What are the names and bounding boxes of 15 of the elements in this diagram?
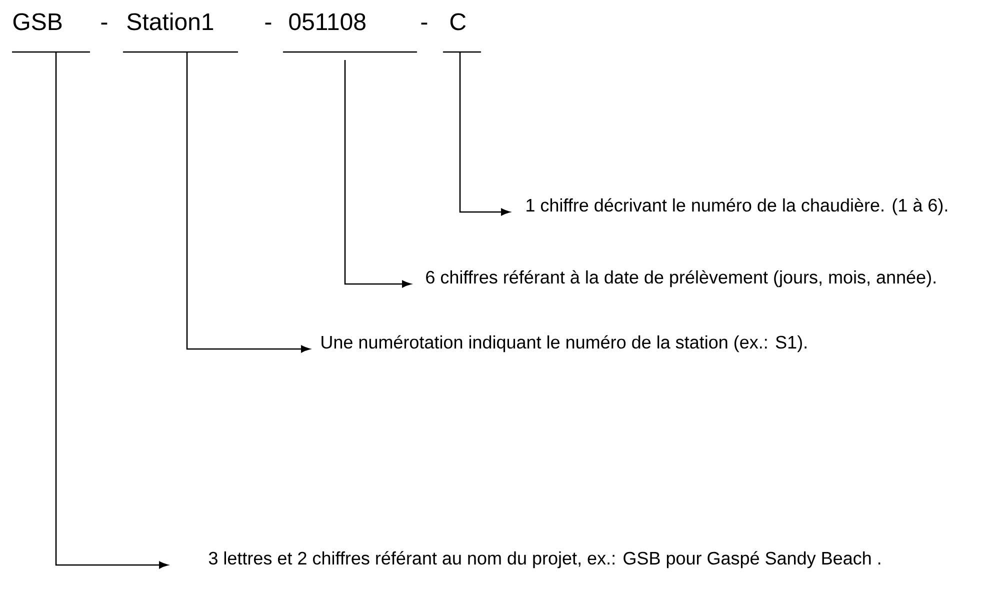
separator-dash: - [101, 22, 108, 25]
code-part: C [443, 13, 481, 53]
leader-arrow [186, 52, 310, 353]
description-text: 3 lettres et 2 chiffres référant au nom du projet, ex.: GSB pour Gaspé Sandy Beach . [208, 551, 880, 568]
leader-arrow [459, 52, 510, 216]
description-text: 6 chiffres référant à la date de prélèvement (jours, mois, année). [426, 270, 936, 288]
separator-dash: - [421, 22, 428, 25]
code-part: Station1 [123, 12, 238, 53]
code-part: 051108 [283, 13, 417, 53]
leader-arrow [344, 60, 411, 288]
separator-dash: - [265, 22, 272, 25]
code-part: GSB [12, 13, 90, 53]
leader-arrow [55, 52, 168, 569]
description-text: Une numérotation indiquant le numéro de la station (ex.: S1). [322, 335, 806, 352]
description-text: 1 chiffre décrivant le numéro de la chaudière. (1 à 6). [526, 198, 948, 216]
